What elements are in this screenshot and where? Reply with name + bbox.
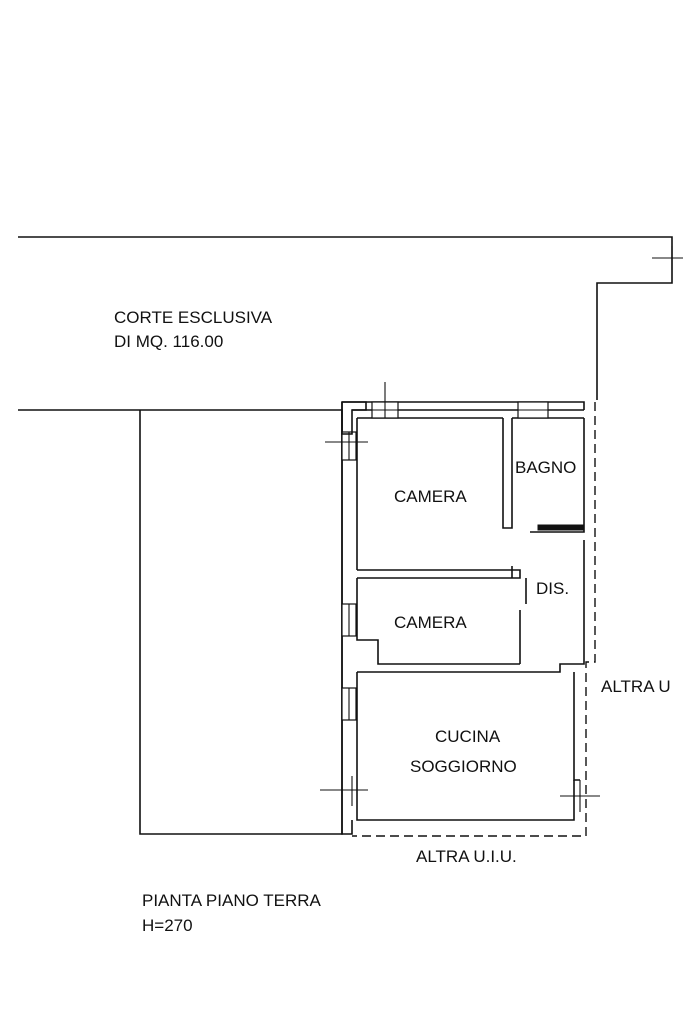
courtyard-label-line2: DI MQ. 116.00 bbox=[114, 332, 223, 351]
adjacent-unit-boundary bbox=[352, 402, 596, 837]
corner-column bbox=[341, 401, 367, 435]
courtyard-label-line1: CORTE ESCLUSIVA bbox=[114, 308, 273, 327]
room-label-cucina: CUCINA bbox=[435, 727, 501, 746]
survey-marks bbox=[320, 246, 683, 812]
plan-height: H=270 bbox=[142, 916, 193, 935]
adjacent-unit-label-right: ALTRA U bbox=[601, 677, 671, 696]
room-label-bagno: BAGNO bbox=[515, 458, 576, 477]
room-label-camera-2: CAMERA bbox=[394, 613, 467, 632]
adjacent-unit-label-bottom: ALTRA U.I.U. bbox=[416, 847, 517, 866]
plan-title: PIANTA PIANO TERRA bbox=[142, 891, 322, 910]
room-label-soggiorno: SOGGIORNO bbox=[410, 757, 517, 776]
room-label-dis: DIS. bbox=[536, 579, 569, 598]
room-label-camera-1: CAMERA bbox=[394, 487, 467, 506]
windows bbox=[341, 401, 549, 721]
bathroom-door bbox=[537, 524, 585, 531]
